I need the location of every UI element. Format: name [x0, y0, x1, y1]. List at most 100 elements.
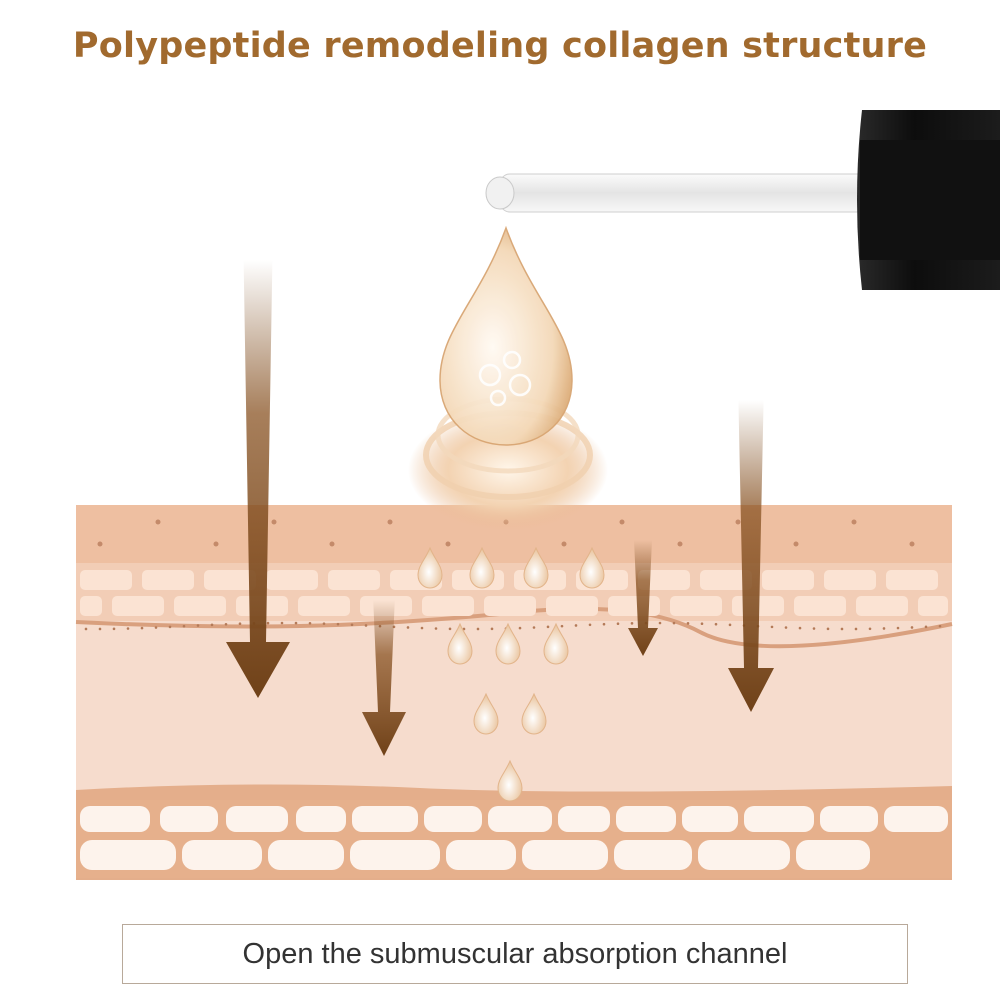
membrane-dot	[112, 627, 116, 631]
membrane-dot	[434, 627, 438, 630]
membrane-dot	[854, 627, 858, 631]
membrane-dot	[224, 622, 228, 626]
fat-cell	[744, 806, 814, 832]
membrane-dot	[560, 624, 564, 628]
fat-cell	[226, 806, 288, 832]
down-arrow-icon	[226, 260, 290, 698]
epidermis-cell	[638, 570, 690, 590]
droplet-icon	[473, 692, 499, 735]
epidermis-cell	[80, 570, 132, 590]
membrane-dot	[798, 626, 802, 630]
membrane-dot	[784, 626, 788, 629]
epidermis-cell	[298, 596, 350, 616]
membrane-dot	[602, 622, 606, 626]
droplet-icon	[447, 622, 473, 665]
epidermis-cell	[328, 570, 380, 590]
membrane-dot	[896, 626, 900, 630]
epidermis-cell	[824, 570, 876, 590]
droplet-icon	[579, 546, 605, 589]
membrane-dot	[532, 626, 536, 629]
fat-cell	[160, 806, 218, 832]
pore-dot	[387, 519, 393, 525]
membrane-dot	[588, 623, 592, 627]
epidermis-cell	[794, 596, 846, 616]
membrane-dot	[630, 622, 634, 625]
membrane-dot	[448, 627, 452, 631]
membrane-dot	[826, 627, 830, 631]
fat-cell	[182, 840, 262, 870]
fat-cell	[522, 840, 608, 870]
membrane-dot	[336, 622, 340, 626]
membrane-dot	[938, 624, 942, 628]
absorption-arrows	[226, 260, 774, 756]
membrane-dot	[294, 621, 298, 625]
membrane-dot	[406, 626, 410, 629]
membrane-dot	[714, 622, 718, 626]
epidermis-cell	[266, 570, 318, 590]
pore-dot	[561, 541, 567, 547]
fat-cell	[350, 840, 440, 870]
epidermis-cell	[762, 570, 814, 590]
membrane-dot	[868, 627, 872, 631]
epidermis-cell	[700, 570, 752, 590]
epidermis-cell	[546, 596, 598, 616]
pore-dot	[909, 541, 915, 547]
down-arrow-icon	[728, 400, 774, 712]
epidermis-cell	[142, 570, 194, 590]
membrane-dot	[812, 627, 816, 630]
membrane-dot	[210, 623, 214, 627]
epidermis-cell	[112, 596, 164, 616]
droplet-icon	[497, 759, 523, 802]
serum-droplet-icon	[408, 225, 608, 530]
epidermis-cell	[886, 570, 938, 590]
fat-cell	[884, 806, 948, 832]
caption-text: Open the submuscular absorption channel	[242, 937, 788, 970]
fat-cell	[820, 806, 878, 832]
small-droplets	[417, 546, 605, 802]
droplet-icon	[521, 692, 547, 735]
membrane-dot	[546, 625, 550, 629]
fat-cell	[296, 806, 346, 832]
pore-dot	[735, 519, 741, 525]
membrane-dot	[280, 621, 284, 625]
membrane-dot	[910, 626, 914, 629]
membrane-dot	[490, 627, 494, 631]
fat-cell	[682, 806, 738, 832]
membrane-dot	[182, 624, 186, 628]
membrane-dot	[924, 625, 928, 629]
membrane-dot	[462, 627, 466, 631]
pore-dot	[329, 541, 335, 547]
membrane-dot	[840, 627, 844, 631]
epidermis-cell	[80, 596, 102, 616]
membrane-dot	[882, 627, 886, 630]
caption-box: Open the submuscular absorption channel	[122, 924, 908, 984]
droplet-icon	[523, 546, 549, 589]
epidermis-cell	[484, 596, 536, 616]
down-arrow-icon	[628, 540, 658, 656]
fat-cell	[616, 806, 676, 832]
page-title: Polypeptide remodeling collagen structur…	[72, 26, 928, 66]
down-arrow-icon	[362, 600, 406, 756]
fat-cell	[796, 840, 870, 870]
droplet-icon	[417, 546, 443, 589]
pore-dot	[445, 541, 451, 547]
membrane-dot	[574, 624, 578, 627]
membrane-dot	[308, 622, 312, 625]
droplet-icon	[469, 546, 495, 589]
pore-dot	[97, 541, 103, 547]
membrane-dot	[728, 623, 732, 627]
epidermis-cell	[856, 596, 908, 616]
membrane-dot	[476, 627, 480, 631]
pore-dot	[271, 519, 277, 525]
membrane-dot	[700, 622, 704, 626]
epidermis-cell	[204, 570, 256, 590]
epidermis-cell	[422, 596, 474, 616]
fat-cell	[558, 806, 610, 832]
fat-cell	[424, 806, 482, 832]
membrane-dot	[658, 621, 662, 625]
membrane-dot	[266, 621, 270, 625]
fat-cell	[268, 840, 344, 870]
droplet-icon	[495, 622, 521, 665]
membrane-dot	[126, 627, 130, 630]
